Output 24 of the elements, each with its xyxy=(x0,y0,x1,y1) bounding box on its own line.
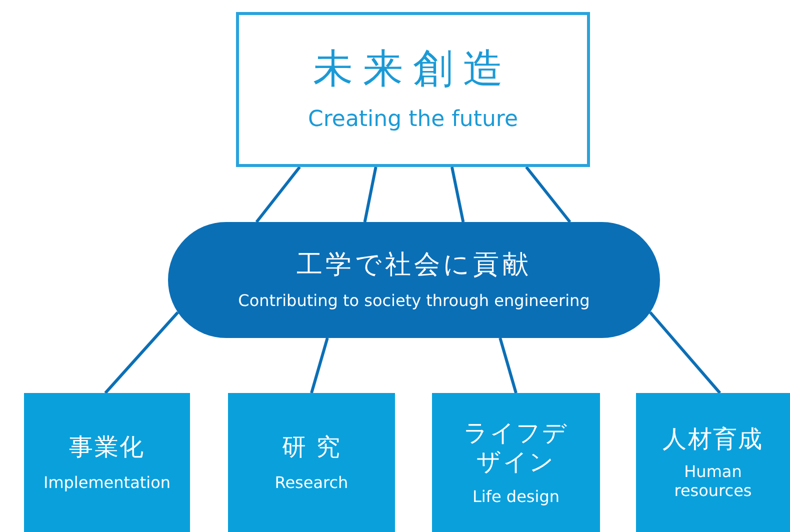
title-box xyxy=(236,12,590,167)
heading: ライフデザイン xyxy=(462,419,570,477)
subheading: Implementation xyxy=(43,473,171,492)
heading: 工学で社会に貢献 xyxy=(296,250,532,281)
connector-line xyxy=(525,166,572,223)
subheading: Human resources xyxy=(673,462,753,500)
heading: 研 究 xyxy=(282,432,342,462)
connector-line xyxy=(450,166,465,222)
connector-line xyxy=(498,338,518,394)
subheading: Creating the future xyxy=(308,107,518,134)
heading: 事業化 xyxy=(69,432,145,462)
subheading: Life design xyxy=(472,486,560,506)
connector-line xyxy=(363,166,378,222)
connector-line xyxy=(310,338,329,394)
heading: 未来創造 xyxy=(313,45,513,94)
subheading: Research xyxy=(274,473,348,492)
heading: 人材育成 xyxy=(662,424,764,454)
category-box xyxy=(228,393,395,532)
category-box xyxy=(636,393,790,532)
category-box xyxy=(432,393,600,532)
connector-line xyxy=(255,166,301,223)
category-box xyxy=(24,393,190,532)
connector-line xyxy=(649,311,722,394)
subheading: Contributing to society through engineering xyxy=(238,291,590,310)
